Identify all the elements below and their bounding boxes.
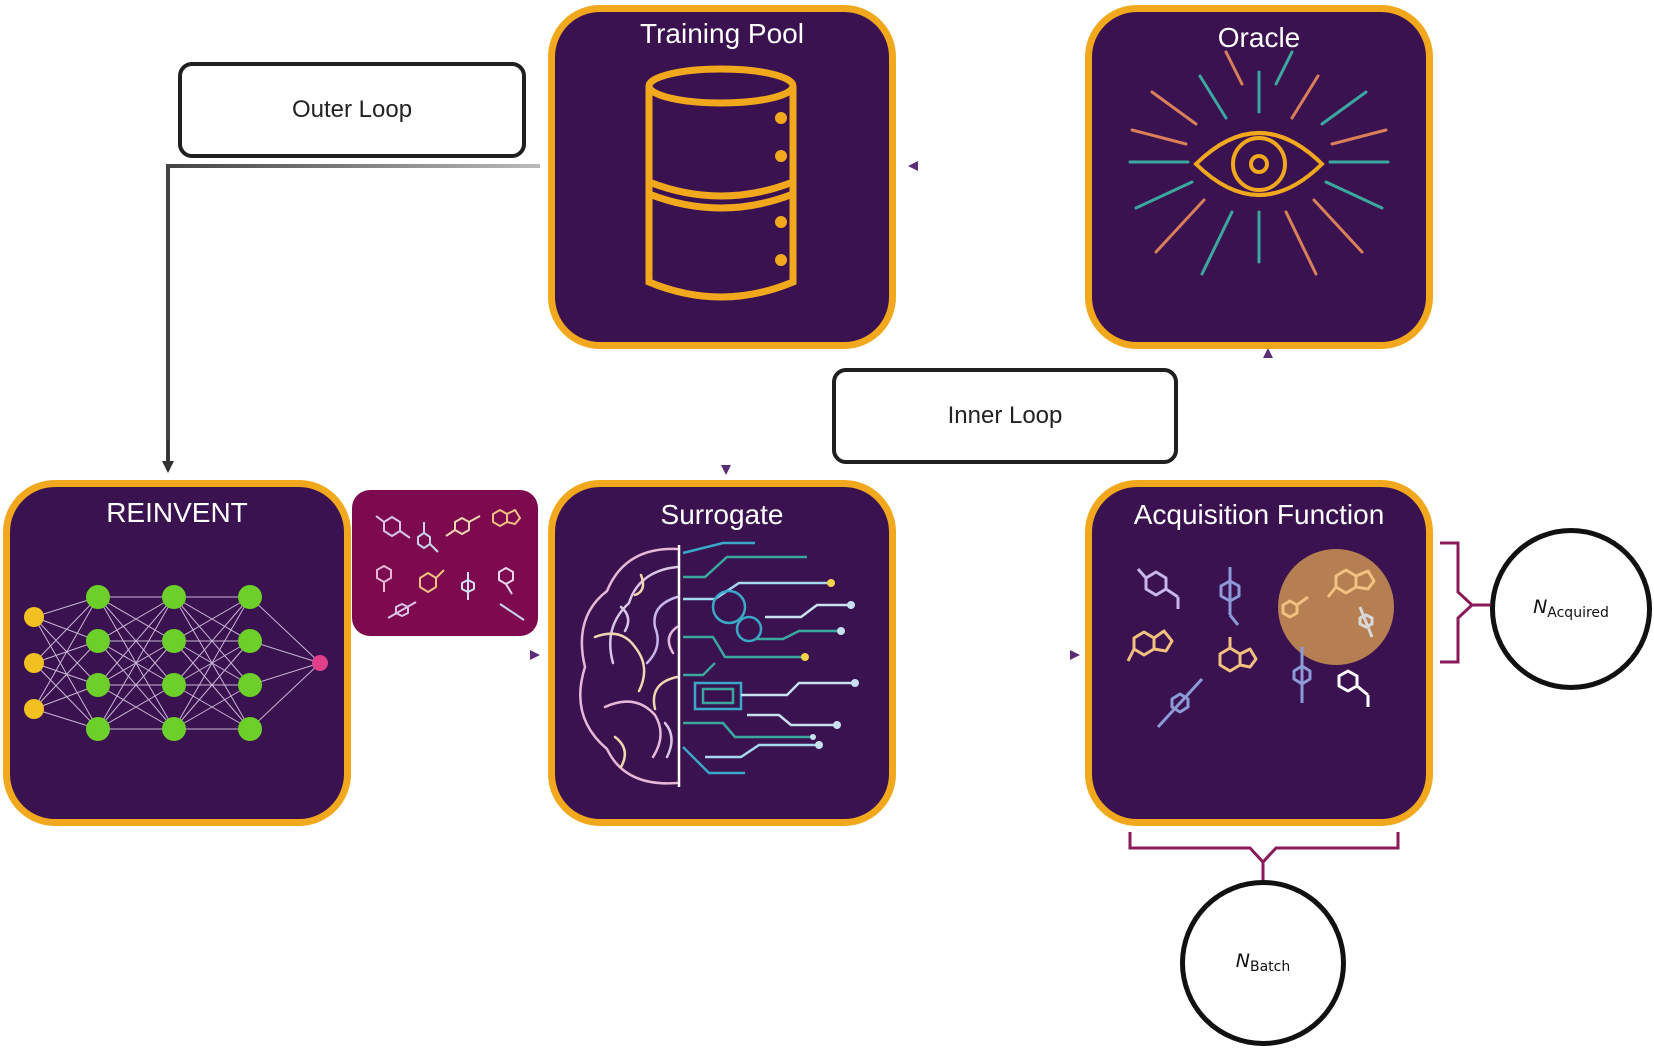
acquired-highlight (1278, 549, 1394, 665)
network-edge (33, 662, 99, 730)
network-edge (97, 640, 175, 730)
neural-network-icon (24, 585, 328, 741)
outer-loop-line (166, 164, 540, 470)
network-edge (97, 596, 175, 686)
network-edge (249, 662, 321, 730)
reinvent-title: REINVENT (106, 497, 248, 528)
network-node (24, 653, 44, 673)
brain-circuit-icon (579, 541, 859, 787)
network-node (86, 585, 110, 609)
network-edge (173, 684, 251, 730)
network-edge (33, 596, 99, 710)
network-node (86, 629, 110, 653)
network-node (238, 717, 262, 741)
network-edge (249, 596, 321, 664)
network-node (238, 673, 262, 697)
surrogate-panel: Surrogate (548, 480, 896, 826)
network-edge (173, 640, 251, 730)
network-edge (33, 616, 99, 686)
network-node (312, 655, 328, 671)
inner-loop-text: Inner Loop (947, 402, 1063, 429)
outer-loop-label: Outer Loop (178, 62, 526, 158)
acquisition-function-title: Acquisition Function (1133, 499, 1385, 530)
network-edge (97, 596, 175, 642)
molecules-icon (375, 509, 525, 621)
network-edge (173, 596, 251, 730)
network-node (86, 717, 110, 741)
network-edge (33, 616, 99, 730)
eye-icon (1128, 50, 1390, 276)
oracle-title: Oracle (1217, 22, 1301, 53)
network-node (238, 585, 262, 609)
network-edge (97, 684, 175, 730)
acquisition-function-panel: Acquisition Function (1085, 480, 1433, 826)
surrogate-title: Surrogate (660, 499, 784, 530)
network-edge (173, 596, 251, 686)
network-node (162, 629, 186, 653)
n-batch-circle: NBatch (1180, 880, 1346, 1046)
database-icon (645, 65, 797, 301)
oracle-panel: Oracle (1085, 5, 1433, 349)
network-edge (173, 596, 251, 642)
network-node (86, 673, 110, 697)
network-edge (33, 640, 99, 710)
network-node (162, 717, 186, 741)
generated-molecules-tray (352, 490, 538, 636)
outer-loop-text: Outer Loop (291, 96, 413, 123)
reinvent-panel: REINVENT (3, 480, 351, 826)
n-batch-label: NBatch (1235, 950, 1291, 976)
batch-bracket (1128, 832, 1400, 865)
network-node (24, 699, 44, 719)
training-pool-title: Training Pool (640, 18, 804, 49)
network-edge (249, 662, 321, 686)
network-edge (97, 596, 175, 730)
network-edge (33, 596, 99, 664)
network-node (24, 607, 44, 627)
inner-loop-label: Inner Loop (832, 368, 1178, 464)
training-pool-panel: Training Pool (548, 5, 896, 349)
network-node (162, 585, 186, 609)
network-edge (249, 640, 321, 664)
molecules-icon (1126, 549, 1394, 729)
network-node (162, 673, 186, 697)
n-acquired-circle: NAcquired (1490, 528, 1652, 690)
n-acquired-label: NAcquired (1533, 596, 1609, 622)
network-node (238, 629, 262, 653)
acquired-bracket (1440, 541, 1475, 664)
